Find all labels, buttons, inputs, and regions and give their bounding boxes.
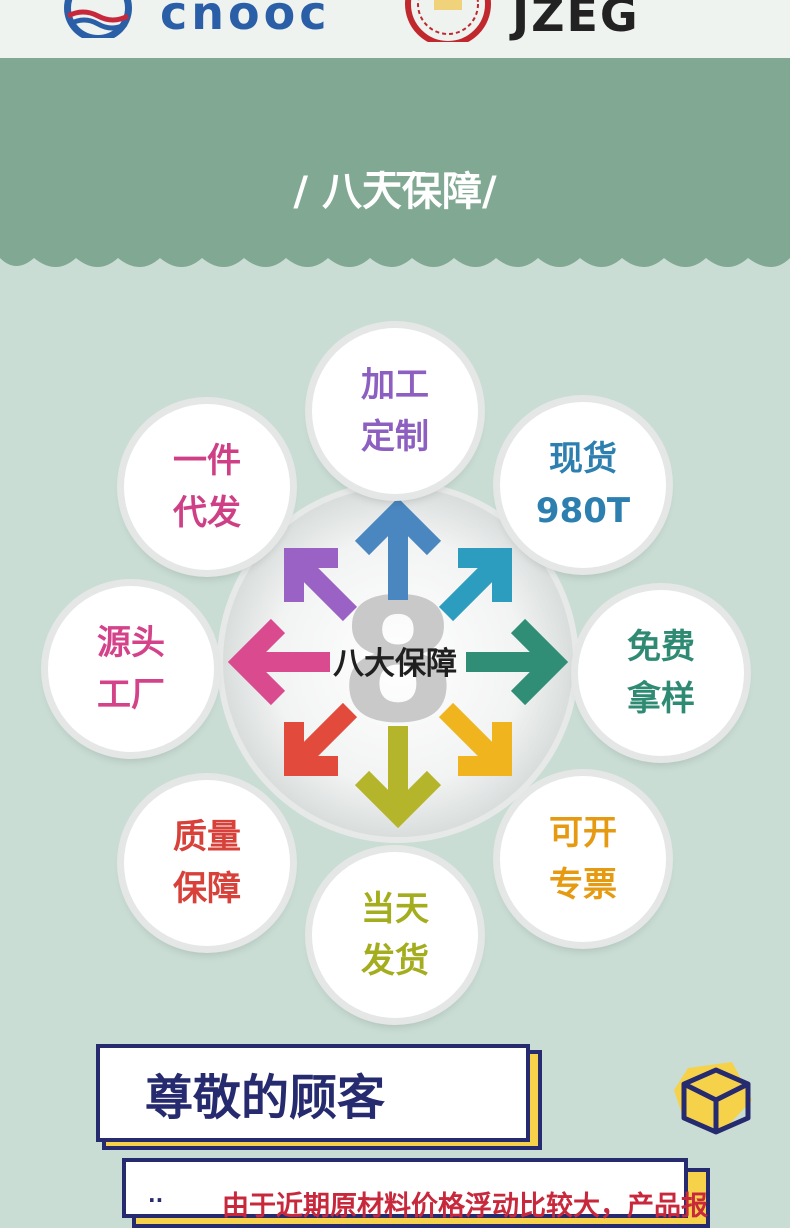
arrow-up-right [438,548,512,622]
guarantee-line1: 源头 [97,623,165,663]
guarantee-line2: 定制 [361,417,429,457]
notice-bullet: ·· [148,1188,164,1212]
guarantee-line1: 加工 [361,365,429,405]
guarantee-special-invoice: 可开 专票 [500,776,666,942]
guarantee-dropshipping: 一件 代发 [124,404,290,570]
logo-bar: cnooc JZEG [0,0,790,58]
guarantee-line2: 980T [535,491,631,531]
wave-shape [0,58,790,267]
arrow-down-right [438,702,512,776]
hub-graphic: 8 [217,481,579,843]
guarantee-line1: 一件 [173,441,241,481]
hub-label: 八大保障 [333,646,457,682]
jzeg-seal-icon [405,0,491,42]
guarantee-line1: 免费 [627,627,695,667]
guarantee-line2: 代发 [173,493,241,533]
guarantee-line1: 现货 [549,439,617,479]
arrow-right [466,618,569,706]
banner-title: / 八大保障/ [293,169,497,215]
guarantee-source-factory: 源头 工厂 [48,586,214,752]
cnooc-wordmark: cnooc [160,0,331,40]
notice-card [96,1044,530,1142]
section-banner: —— / 八大保障/ [0,58,790,288]
notice-title: 尊敬的顾客 [145,1070,386,1126]
guarantee-line2: 发货 [361,941,429,981]
guarantee-line2: 拿样 [627,679,695,719]
guarantee-quality: 质量 保障 [124,780,290,946]
guarantee-line1: 质量 [173,817,241,857]
guarantee-line1: 当天 [361,889,429,929]
guarantee-same-day-shipping: 当天 发货 [312,852,478,1018]
cnooc-logo-icon [64,0,132,38]
banner-dash: —— [365,153,427,191]
cube-icon [674,1062,752,1135]
arrow-down [354,726,442,829]
guarantee-line2: 保障 [173,869,241,909]
arrow-left [227,618,330,706]
jzeg-wordmark: JZEG [512,0,640,42]
arrow-up [354,497,442,600]
guarantee-custom-processing: 加工 定制 [312,328,478,494]
guarantee-free-sample: 免费 拿样 [578,590,744,756]
notice-text: 由于近期原材料价格浮动比较大，产品报 [222,1191,708,1222]
guarantee-in-stock: 现货 980T [500,402,666,568]
arrow-down-left [284,702,358,776]
guarantee-diagram: 8 [0,300,790,1060]
guarantee-line2: 工厂 [97,675,165,715]
guarantee-line2: 专票 [549,865,617,905]
arrow-up-left [284,548,358,622]
guarantee-line1: 可开 [549,813,617,853]
